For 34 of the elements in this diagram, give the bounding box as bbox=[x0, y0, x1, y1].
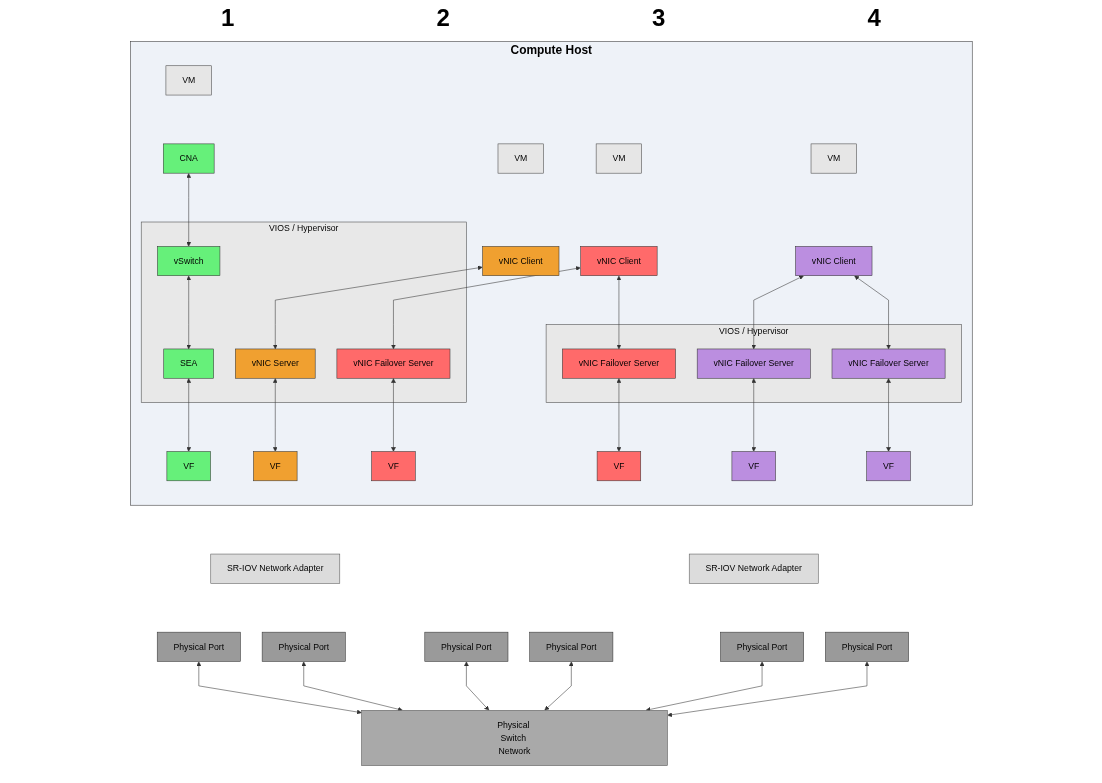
node-box: Physical Port bbox=[824, 631, 909, 662]
column-number: 3 bbox=[652, 4, 666, 32]
node-box: VF bbox=[166, 451, 211, 482]
column-number: 1 bbox=[221, 4, 235, 32]
node-box: CNA bbox=[162, 143, 215, 174]
node-box: vSwitch bbox=[156, 246, 220, 276]
node-box: VF bbox=[596, 451, 641, 482]
node-box: VM bbox=[810, 143, 857, 174]
node-box: SR-IOV Network Adapter bbox=[210, 553, 340, 584]
node-box: VF bbox=[866, 451, 911, 482]
node-box: SEA bbox=[163, 348, 214, 379]
node-box: SR-IOV Network Adapter bbox=[688, 553, 819, 584]
node-box: vNIC Failover Server bbox=[336, 348, 450, 379]
node-box: vNIC Server bbox=[234, 348, 316, 379]
node-box: Physical Port bbox=[261, 631, 346, 662]
column-number: 4 bbox=[867, 4, 881, 32]
node-box: VM bbox=[595, 143, 642, 174]
node-box: vNIC Client bbox=[580, 246, 658, 276]
node-box: VF bbox=[252, 451, 298, 482]
node-box: Physical Port bbox=[719, 631, 804, 662]
column-number: 2 bbox=[436, 4, 450, 32]
node-box: vNIC Failover Server bbox=[696, 348, 811, 379]
node-box: vNIC Client bbox=[795, 246, 872, 276]
node-box: VM bbox=[497, 143, 544, 174]
node-box: vNIC Client bbox=[482, 246, 559, 276]
node-box: vNIC Failover Server bbox=[561, 348, 676, 379]
node-box: VF bbox=[371, 451, 416, 482]
node-box: vNIC Failover Server bbox=[831, 348, 946, 379]
node-box: Physical Port bbox=[156, 631, 241, 662]
node-box: Physical Switch Network bbox=[360, 710, 668, 766]
node-box: Physical Port bbox=[424, 631, 508, 662]
node-box: Physical Port bbox=[529, 631, 613, 662]
node-box: VF bbox=[731, 451, 776, 482]
node-box: VM bbox=[165, 65, 212, 96]
